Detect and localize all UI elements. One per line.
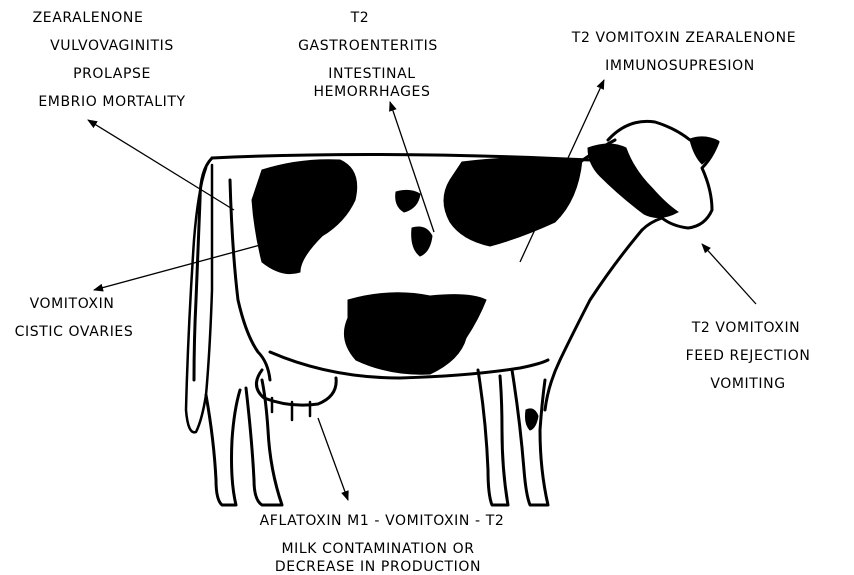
cow-throat [545, 230, 642, 410]
cow-front-leg-front [512, 370, 548, 505]
label-immune-line-2: IMMUNOSUPRESION [605, 58, 755, 74]
label-ovaries-line-1: VOMITOXIN [30, 296, 115, 312]
arrow-intestinal [390, 102, 434, 232]
label-reproductive: ZEARALENONE VULVOVAGINITIS PROLAPSE EMBR… [33, 10, 186, 110]
arrow-feed [702, 244, 756, 304]
label-immune: T2 VOMITOXIN ZEARALENONE IMMUNOSUPRESION [571, 30, 796, 74]
label-reproductive-line-4: EMBRIO MORTALITY [38, 94, 185, 110]
spot-belly [344, 293, 486, 374]
arrow-milk [318, 418, 348, 500]
spot-small-1 [396, 190, 420, 212]
label-milk-line-1: AFLATOXIN M1 - VOMITOXIN - T2 [260, 513, 505, 529]
spot-small-2 [412, 227, 432, 256]
arrows [88, 80, 756, 500]
spot-shoulder [444, 157, 582, 246]
label-reproductive-line-1: ZEARALENONE [33, 10, 144, 26]
cow-illustration [186, 121, 718, 505]
label-intestinal-line-1: T2 [350, 10, 370, 26]
label-intestinal-line-2: GASTROENTERITIS [298, 38, 438, 54]
label-milk-line-3: DECREASE IN PRODUCTION [275, 559, 481, 575]
spot-leg [526, 409, 539, 430]
label-intestinal: T2 GASTROENTERITIS INTESTINAL HEMORRHAGE… [298, 10, 438, 100]
spot-head [588, 144, 678, 218]
label-milk: AFLATOXIN M1 - VOMITOXIN - T2 MILK CONTA… [260, 513, 505, 575]
cow-hind-leg-back [206, 390, 240, 505]
label-feed-line-2: FEED REJECTION [686, 348, 811, 364]
cow-tail [186, 165, 212, 432]
label-ovaries-line-2: CISTIC OVARIES [15, 324, 134, 340]
label-reproductive-line-3: PROLAPSE [73, 66, 151, 82]
spot-head-ear [690, 137, 718, 164]
label-intestinal-line-4: HEMORRHAGES [314, 84, 431, 100]
label-feed-line-1: T2 VOMITOXIN [691, 320, 801, 336]
spot-hip [252, 160, 357, 274]
label-intestinal-line-3: INTESTINAL [328, 66, 415, 82]
label-immune-line-1: T2 VOMITOXIN ZEARALENONE [571, 30, 796, 46]
arrow-ovaries [94, 244, 264, 290]
label-milk-line-2: MILK CONTAMINATION OR [281, 541, 474, 557]
label-feed-line-3: VOMITING [710, 376, 785, 392]
cow-hind-leg-front [246, 380, 282, 505]
label-feed: T2 VOMITOXIN FEED REJECTION VOMITING [686, 320, 811, 392]
label-reproductive-line-2: VULVOVAGINITIS [50, 38, 174, 54]
label-ovaries: VOMITOXIN CISTIC OVARIES [15, 296, 134, 340]
cow-front-leg-back [478, 370, 508, 505]
